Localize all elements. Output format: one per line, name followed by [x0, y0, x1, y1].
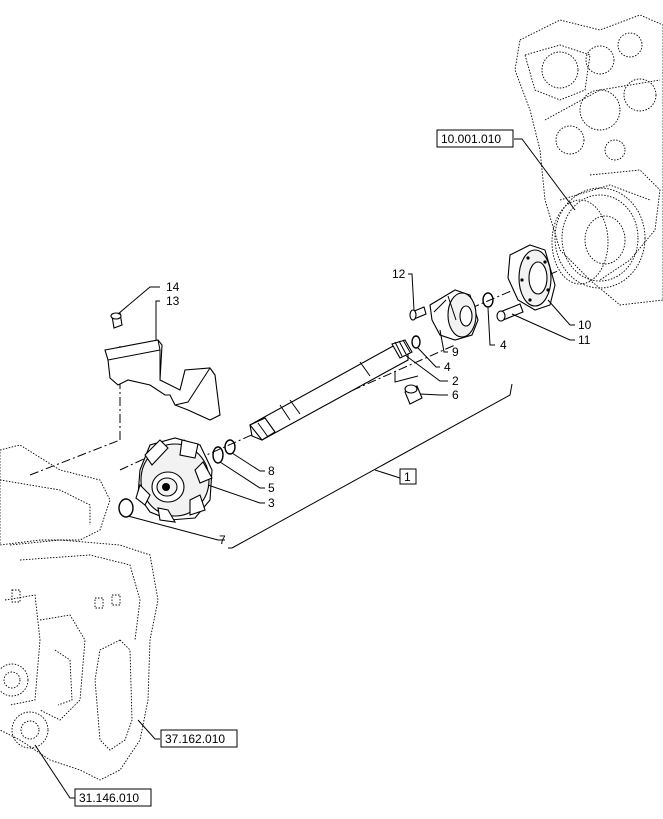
ref-engine-box[interactable]: 10.001.010 — [436, 129, 514, 148]
callout-6: 6 — [452, 388, 459, 402]
ref-transmission-box[interactable]: 31.146.010 — [74, 788, 152, 807]
flexible-coupling-3 — [135, 437, 213, 523]
ring-5 — [212, 446, 224, 464]
callout-5: 5 — [268, 481, 275, 495]
snap-ring-8 — [224, 439, 236, 455]
bracket-13 — [104, 339, 221, 421]
adapter-ring-10 — [507, 244, 556, 311]
callouts: 14 13 12 9 4 2 6 4 10 11 8 5 3 7 — [166, 267, 592, 547]
hub-9 — [429, 289, 479, 341]
sleeve-6 — [394, 372, 423, 405]
bolt-12 — [409, 306, 427, 321]
assembly-bracket — [228, 383, 513, 549]
callout-14: 14 — [166, 280, 180, 294]
callout-3: 3 — [268, 496, 275, 510]
screw-14 — [110, 312, 123, 329]
assembly-number: 1 — [404, 470, 411, 484]
o-ring-7 — [118, 498, 134, 518]
ref-frame-label: 37.162.010 — [165, 732, 225, 746]
ref-transmission-label: 31.146.010 — [79, 791, 139, 805]
leader-lines — [34, 138, 576, 799]
assembly-label-box: 1 — [399, 468, 417, 485]
callout-12: 12 — [392, 267, 406, 281]
ref-engine-label: 10.001.010 — [441, 132, 501, 146]
o-ring-4a — [411, 335, 421, 349]
bolt-11 — [496, 303, 524, 322]
callout-7: 7 — [219, 533, 226, 547]
callout-4b: 4 — [500, 338, 507, 352]
callout-2: 2 — [452, 374, 459, 388]
callout-4a: 4 — [444, 360, 451, 374]
callout-11: 11 — [578, 333, 591, 347]
transmission-housing — [0, 444, 159, 781]
callout-13: 13 — [166, 294, 180, 308]
drive-shaft-2 — [249, 339, 413, 441]
callout-8: 8 — [268, 464, 275, 478]
flywheel — [551, 187, 646, 289]
engine-block — [514, 14, 663, 306]
callout-9: 9 — [452, 345, 459, 359]
callout-10: 10 — [578, 318, 592, 332]
o-ring-4b — [482, 292, 494, 308]
ref-frame-box[interactable]: 37.162.010 — [160, 729, 238, 748]
